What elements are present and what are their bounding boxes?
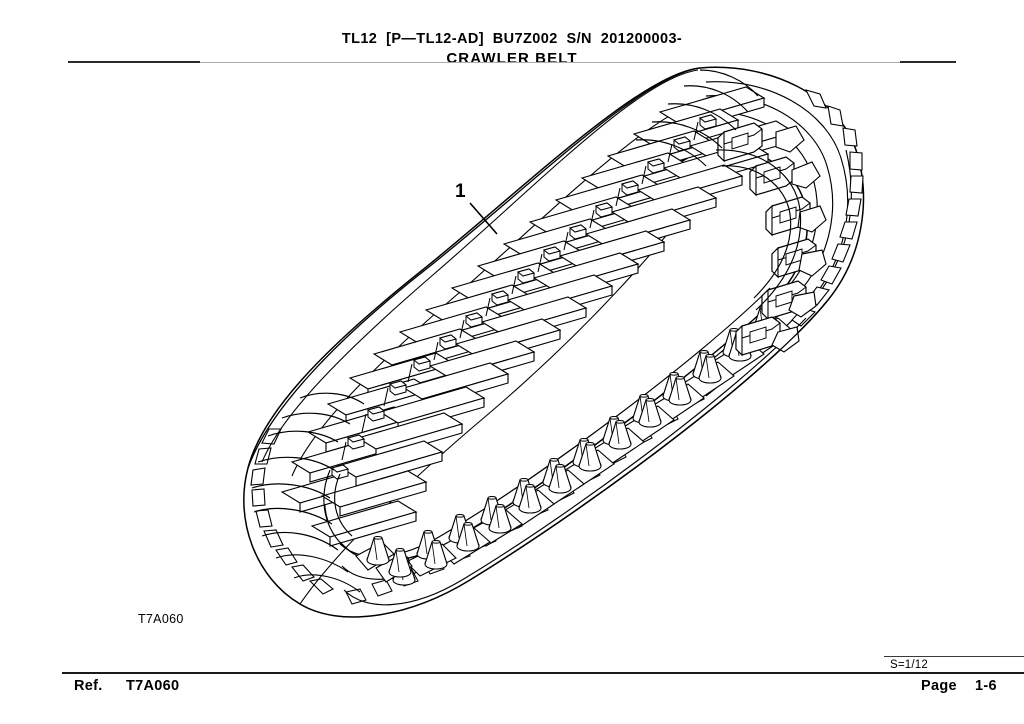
right-end-tread: [635, 69, 759, 167]
left-curve-detail: [323, 469, 413, 583]
header-rule-left-cap: [68, 61, 200, 63]
footer-page-label: Page: [921, 678, 957, 694]
outer-tread-lugs: [261, 69, 795, 605]
footer-page-value: 1-6: [975, 678, 997, 694]
right-edge-scallops: [791, 89, 864, 327]
footer-rule: [62, 672, 1024, 674]
footer-ref-label: Ref.: [74, 678, 103, 694]
footer-ref-value: T7A060: [126, 678, 180, 694]
belt-edge-lines: [247, 67, 829, 581]
header-model-line: TL12 [P—TL12-AD] BU7Z002 S/N 201200003-: [341, 31, 683, 47]
header-rule: [68, 62, 956, 63]
scale-value: S=1/12: [890, 659, 928, 671]
callout-number-1[interactable]: 1: [455, 181, 466, 202]
left-end-tread: [251, 392, 365, 593]
scale-rule: [884, 656, 1024, 657]
drawing-id-caption: T7A060: [138, 612, 184, 626]
belt-body: [243, 66, 865, 618]
header-rule-right-cap: [900, 61, 956, 63]
right-curve-link-plates: [715, 122, 827, 356]
